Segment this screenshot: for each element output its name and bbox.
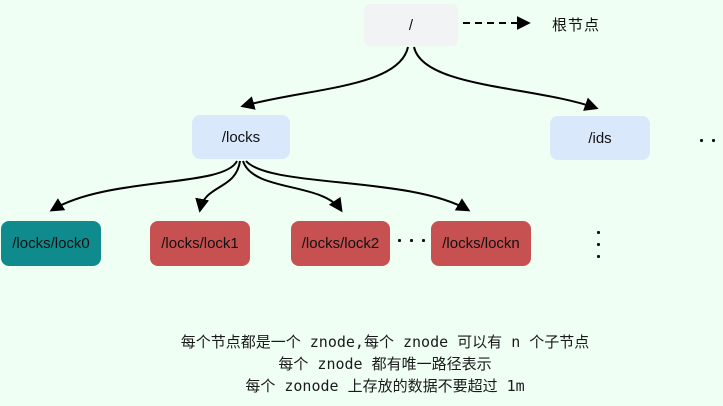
- edge-locks-to-lockn: [245, 160, 471, 212]
- edge-locks-to-lock1: [195, 160, 241, 213]
- edge-locks-to-lock2: [242, 160, 343, 213]
- root-annotation-label: 根节点: [552, 17, 601, 34]
- edge-root-to-locks: [240, 46, 409, 110]
- node-locks: /locks: [192, 115, 290, 159]
- note-line-1: 每个节点都是一个 znode,每个 znode 可以有 n 个子节点: [180, 333, 590, 351]
- edge-root-to-ids: [413, 46, 599, 111]
- node-locks-lock0: /locks/lock0: [1, 221, 101, 266]
- node-locks-lock2: /locks/lock2: [291, 221, 390, 266]
- ellipsis-horizontal-icon: [700, 139, 723, 142]
- note-line-2: 每个 znode 都有唯一路径表示: [278, 355, 492, 373]
- ellipsis-horizontal-icon: [398, 239, 425, 242]
- node-locks-lockn: /locks/lockn: [431, 221, 531, 266]
- note-line-3: 每个 zonode 上存放的数据不要超过 1m: [245, 377, 525, 395]
- node-root: /: [364, 4, 458, 46]
- edge-locks-to-lock0: [49, 160, 238, 212]
- notes-block: 每个节点都是一个 znode,每个 znode 可以有 n 个子节点 每个 zn…: [150, 331, 620, 397]
- ellipsis-vertical-icon: [597, 231, 600, 258]
- node-locks-lock1: /locks/lock1: [150, 221, 250, 266]
- node-ids: /ids: [550, 116, 650, 160]
